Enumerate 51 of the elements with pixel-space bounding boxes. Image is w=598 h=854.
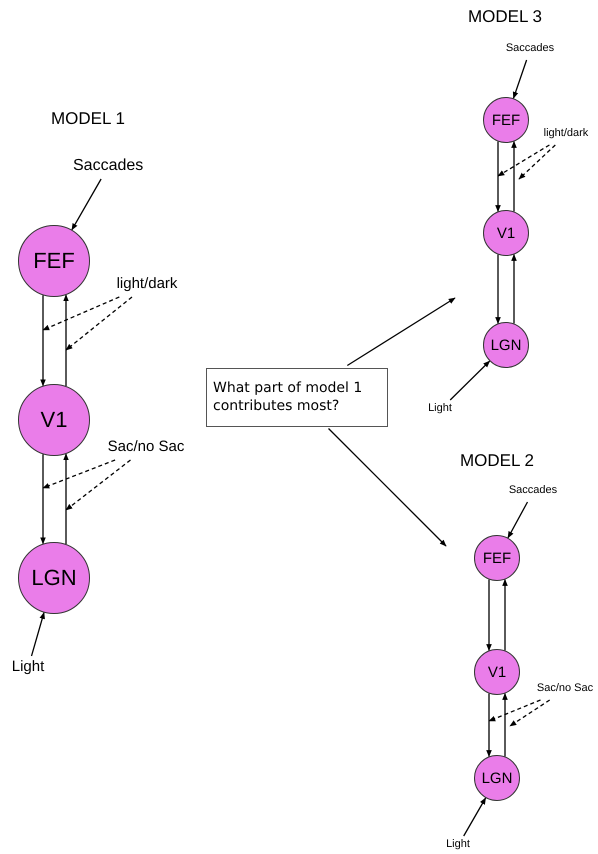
arrow	[328, 428, 446, 546]
arrow	[463, 797, 486, 836]
arrow	[63, 453, 69, 544]
input-label: Saccades	[500, 42, 560, 58]
model-heading: MODEL 1	[51, 109, 126, 129]
input-label: Sac/no Sac	[533, 682, 597, 698]
area-circle: LGN	[474, 755, 520, 801]
arrow	[40, 295, 46, 386]
input-label: Light	[440, 838, 476, 854]
arrow	[507, 502, 528, 538]
model-heading: MODEL 3	[468, 7, 542, 27]
dashed-arrow	[42, 459, 116, 489]
model-heading: MODEL 2	[460, 451, 534, 471]
area-circle: LGN	[483, 322, 529, 368]
arrow	[40, 454, 46, 544]
arrow	[71, 178, 102, 230]
input-label: Saccades	[503, 484, 563, 500]
arrow	[502, 692, 508, 756]
input-label: light/dark	[113, 275, 181, 295]
arrow	[63, 294, 69, 386]
dashed-arrow	[65, 459, 131, 511]
arrow	[495, 142, 501, 212]
input-label: light/dark	[537, 127, 595, 143]
input-label: Light	[8, 658, 48, 678]
arrow	[30, 612, 45, 656]
dashed-arrow	[42, 296, 120, 331]
dashed-arrow	[518, 144, 556, 180]
arrow	[512, 60, 528, 99]
dashed-arrow	[488, 699, 541, 722]
dashed-arrow	[509, 699, 550, 727]
area-circle: FEF	[18, 225, 90, 297]
arrow	[502, 578, 508, 650]
question-box: What part of model 1 contributes most?	[206, 368, 388, 426]
input-label: Sac/no Sac	[104, 438, 188, 458]
area-circle: FEF	[474, 535, 520, 581]
arrow	[511, 140, 517, 212]
area-circle: V1	[18, 384, 90, 456]
area-circle: V1	[474, 649, 520, 695]
arrow	[495, 254, 501, 324]
arrow	[486, 580, 492, 652]
arrow	[486, 694, 492, 758]
arrow	[450, 360, 490, 400]
area-circle: LGN	[18, 542, 90, 614]
input-label: Light	[422, 402, 458, 418]
area-circle: FEF	[483, 97, 529, 143]
input-label: Saccades	[73, 157, 143, 177]
arrow	[511, 254, 517, 324]
arrow	[346, 297, 456, 366]
dashed-arrow	[497, 144, 550, 177]
dashed-arrow	[65, 296, 132, 350]
area-circle: V1	[483, 210, 529, 256]
